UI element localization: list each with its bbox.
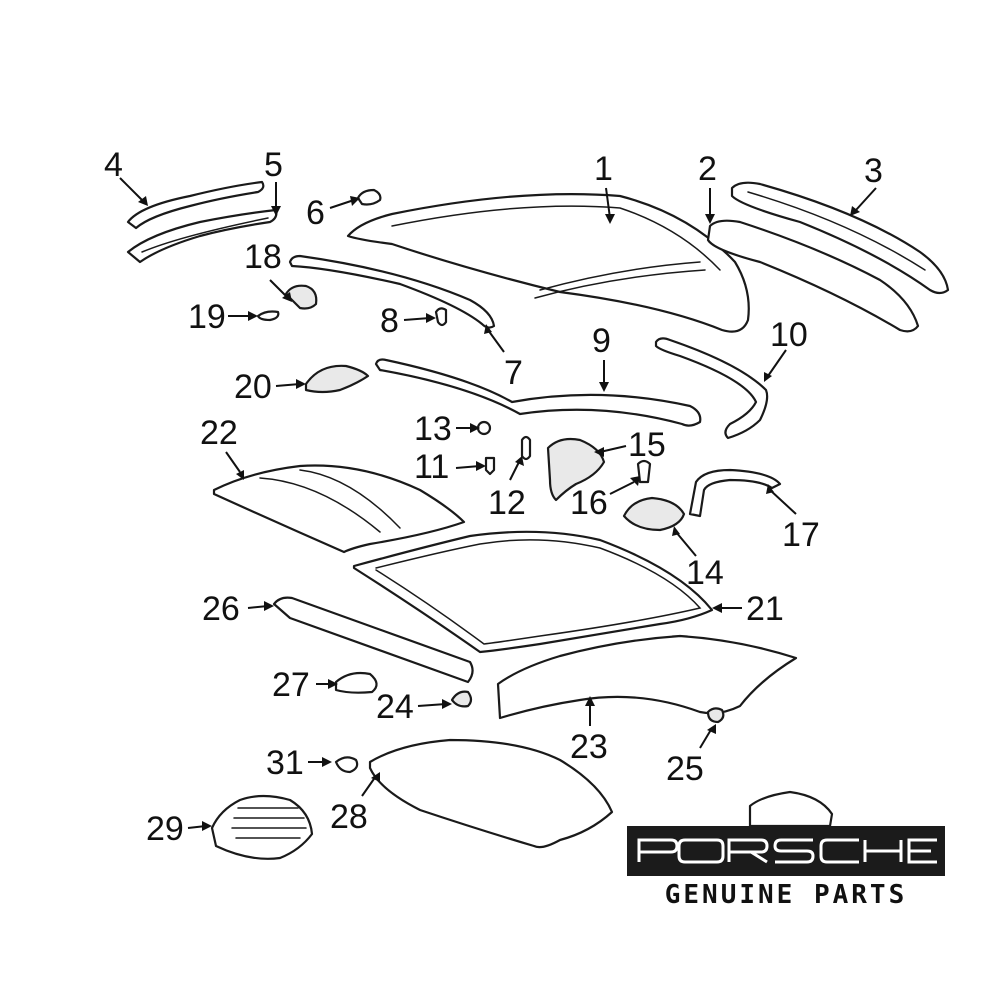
part-15-bracket	[546, 437, 606, 502]
part-30-speaker-grille	[748, 790, 834, 828]
part-18-bracket	[284, 284, 318, 310]
callout-5: 5	[264, 146, 283, 184]
callout-17: 17	[782, 516, 820, 554]
callout-18: 18	[244, 238, 282, 276]
callout-31: 31	[266, 744, 304, 782]
part-21-roof-frame	[352, 530, 714, 654]
part-4-front-molding	[126, 180, 265, 230]
callout-2: 2	[698, 150, 717, 188]
callout-22: 22	[200, 414, 238, 452]
callout-8: 8	[380, 302, 399, 340]
part-24-clip	[450, 690, 473, 708]
callout-10: 10	[770, 316, 808, 354]
part-6-clip	[356, 188, 382, 206]
callout-21: 21	[746, 590, 784, 628]
porsche-genuine-parts-logo: GENUINE PARTS	[627, 826, 945, 912]
part-31-cap	[334, 756, 359, 774]
part-23-trim-panel	[496, 634, 798, 720]
part-10-curved-seal	[654, 337, 769, 440]
part-26-rail	[272, 596, 474, 684]
callout-16: 16	[570, 484, 608, 522]
callout-25: 25	[666, 750, 704, 788]
callout-15: 15	[628, 426, 666, 464]
part-22-roof-liner	[212, 464, 466, 554]
part-16-pin	[636, 459, 652, 484]
part-19-pin	[256, 310, 280, 322]
callout-23: 23	[570, 728, 608, 766]
callout-7: 7	[504, 354, 523, 392]
part-29-speaker-grille	[210, 794, 314, 860]
callout-29: 29	[146, 810, 184, 848]
part-12-stud	[520, 435, 532, 461]
leader-lines	[119, 177, 877, 831]
part-27-grommet	[334, 671, 378, 694]
callout-12: 12	[488, 484, 526, 522]
part-17-hose	[688, 468, 782, 518]
callout-11: 11	[414, 448, 449, 486]
callout-26: 26	[202, 590, 240, 628]
callout-3: 3	[864, 152, 883, 190]
part-14-bracket	[622, 496, 686, 532]
callout-19: 19	[188, 298, 226, 336]
callout-28: 28	[330, 798, 368, 836]
part-20-bracket	[304, 364, 370, 394]
part-7-side-molding	[288, 254, 496, 329]
part-28-cover	[368, 738, 614, 849]
callout-27: 27	[272, 666, 310, 704]
part-25-clip	[706, 707, 725, 724]
callout-20: 20	[234, 368, 272, 406]
part-2-rear-roof-panel	[706, 219, 920, 333]
part-8-fastener	[434, 307, 448, 327]
callout-9: 9	[592, 322, 611, 360]
porsche-wordmark	[627, 826, 945, 876]
callout-1: 1	[594, 150, 613, 188]
part-3-rear-seal	[730, 181, 950, 295]
part-1-roof-panel	[346, 193, 750, 333]
callout-numbers: 1 2 3 4 5 6 7 8 9 10 11 12 13 14 15 16 1…	[104, 146, 883, 848]
part-5-front-seal	[126, 208, 278, 264]
genuine-parts-text: GENUINE PARTS	[664, 880, 908, 910]
callout-24: 24	[376, 688, 414, 726]
callout-6: 6	[306, 194, 325, 232]
part-11-screw	[484, 456, 496, 476]
callout-13: 13	[414, 410, 452, 448]
callout-14: 14	[686, 554, 724, 592]
callout-4: 4	[104, 146, 123, 184]
part-9-rail-molding	[374, 358, 702, 427]
